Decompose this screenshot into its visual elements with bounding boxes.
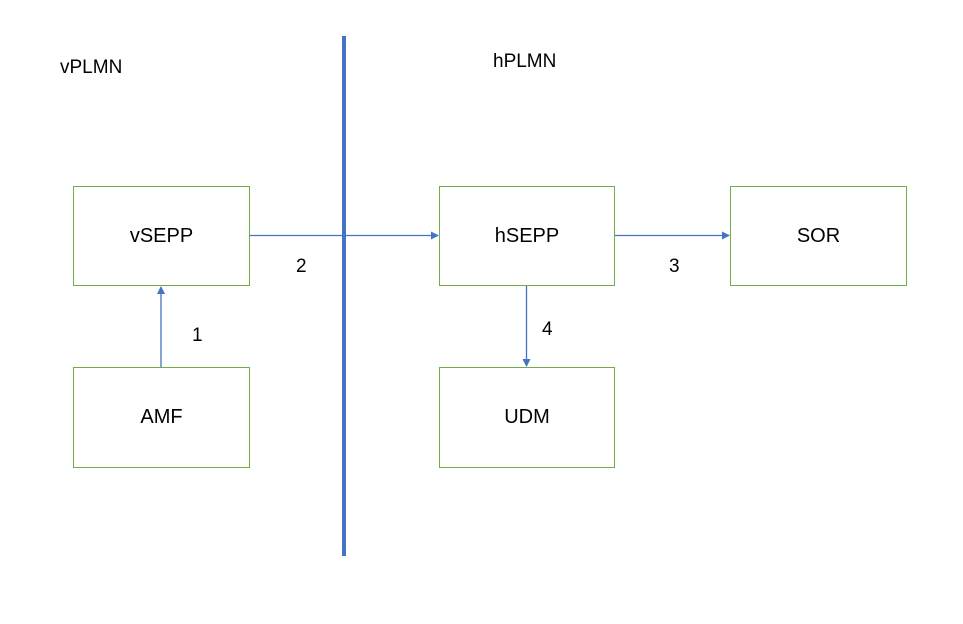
vsepp-node-label: vSEPP xyxy=(129,224,194,247)
step-4-label: 4 xyxy=(542,319,553,340)
step-1-label: 1 xyxy=(192,325,203,346)
amf-node: AMF xyxy=(73,367,250,468)
sor-node: SOR xyxy=(730,186,907,286)
step-3-label: 3 xyxy=(669,256,680,277)
sor-node-label: SOR xyxy=(796,224,841,247)
hsepp-node-label: hSEPP xyxy=(494,224,560,247)
hsepp-node: hSEPP xyxy=(439,186,615,286)
step-2-label: 2 xyxy=(296,256,307,277)
amf-node-label: AMF xyxy=(140,406,183,428)
vplmn-region-label: vPLMN xyxy=(60,57,123,78)
udm-node: UDM xyxy=(439,367,615,468)
udm-node-label: UDM xyxy=(504,406,550,428)
vsepp-node: vSEPP xyxy=(73,186,250,286)
hplmn-region-label: hPLMN xyxy=(493,51,557,72)
